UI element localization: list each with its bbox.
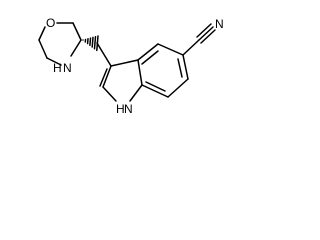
bond [38,39,48,59]
bond [110,59,139,67]
bond [177,58,183,78]
atom-label-nitrile-n: N [215,17,224,31]
bond [167,78,189,98]
bond [137,59,143,86]
chemical-structure: O N H N H N [38,16,224,116]
indole-benzene-ring [137,43,189,98]
bond [145,81,166,92]
bond [137,43,159,61]
bond [196,23,212,38]
bond [200,29,216,44]
bond [99,68,108,87]
bond [141,50,159,65]
hash-mark [89,37,92,47]
bond [182,39,200,56]
bond [182,54,189,80]
hashed-stereo-bond [82,35,99,52]
bond [102,86,117,102]
bond [72,22,82,41]
nitrile-group [182,23,216,56]
bond [102,65,112,88]
bond [46,57,62,66]
bond [157,43,184,56]
bond [38,26,46,41]
hash-mark [93,35,97,50]
bond [96,42,112,67]
atom-label-nh-h: H [53,61,62,75]
bond [70,39,82,57]
bond [129,84,143,102]
atom-label-nh-n: N [63,61,72,75]
bond [198,26,214,41]
morpholine-ring [38,22,82,66]
atom-label-indole-h: H [116,102,125,116]
atom-label-indole-n: N [124,102,133,116]
hash-mark [91,36,94,48]
indole-pyrrole-ring [99,59,143,102]
atom-label-o: O [46,16,55,30]
bond [141,84,169,98]
